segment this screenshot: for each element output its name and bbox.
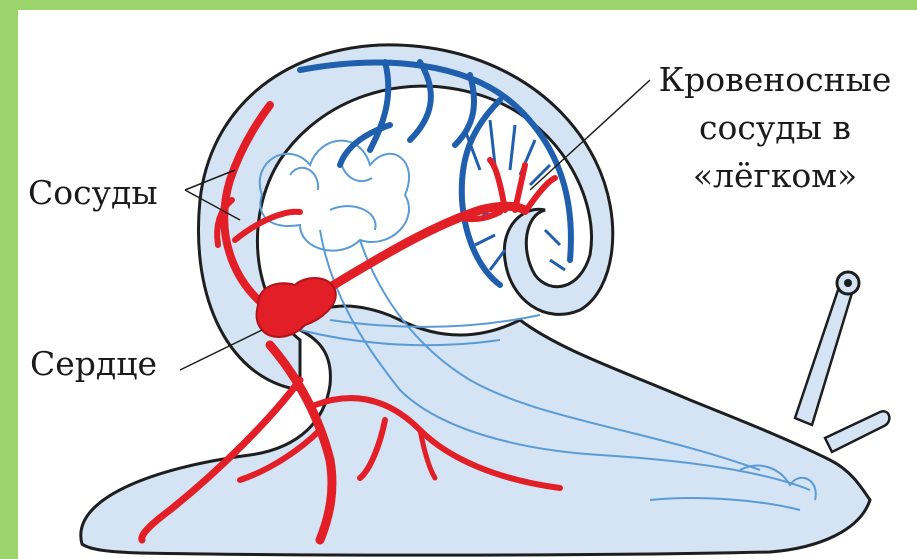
label-lung-vessels-line1: Кровеносные [640, 56, 910, 104]
label-lung-vessels-line2: сосуды в [640, 104, 910, 152]
label-vessels: Сосуды [28, 175, 158, 211]
label-heart: Сердце [30, 346, 157, 382]
label-lung-vessels: Кровеносные сосуды в «лёгком» [640, 56, 910, 200]
upper-tentacle [795, 290, 852, 425]
label-lung-vessels-line3: «лёгком» [640, 152, 910, 200]
tentacle-eye-pupil [844, 279, 852, 287]
lower-tentacle [825, 411, 889, 452]
